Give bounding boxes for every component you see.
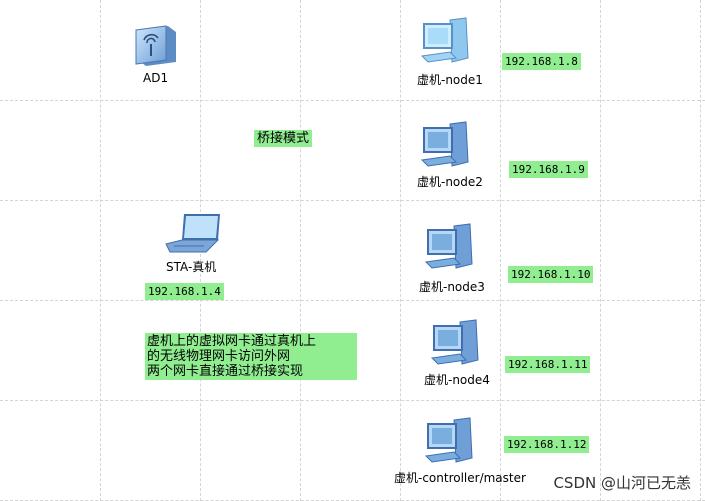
grid-vline <box>100 0 101 501</box>
pc-icon[interactable] <box>420 16 472 66</box>
pc-icon[interactable] <box>430 318 482 368</box>
grid-vline <box>600 0 601 501</box>
grid-hline <box>0 300 705 301</box>
laptop-icon[interactable] <box>164 212 222 254</box>
node-ip-label: 192.168.1.11 <box>505 356 591 373</box>
wireless-access-point-icon[interactable] <box>132 24 178 68</box>
grid-vline <box>700 0 701 501</box>
node-ip-label: 192.168.1.9 <box>509 161 588 178</box>
node-ip-label: 192.168.1.12 <box>504 436 590 453</box>
grid-hline <box>0 400 705 401</box>
ap-label: AD1 <box>143 71 169 85</box>
grid-hline <box>0 200 705 201</box>
node-label: 虚机-node1 <box>417 73 483 87</box>
pc-icon[interactable] <box>424 222 476 272</box>
pc-icon[interactable] <box>424 416 476 466</box>
node-label: 虚机-controller/master <box>394 471 526 485</box>
bridge-note: 虚机上的虚拟网卡通过真机上 的无线物理网卡访问外网 两个网卡直接通过桥接实现 <box>145 333 357 380</box>
node-label: 虚机-node4 <box>424 373 490 387</box>
node-ip-label: 192.168.1.10 <box>508 266 594 283</box>
grid-vline <box>400 0 401 501</box>
grid-vline <box>500 0 501 501</box>
grid-hline <box>0 100 705 101</box>
node-label: 虚机-node3 <box>419 280 485 294</box>
node-label: 虚机-node2 <box>417 175 483 189</box>
node-ip-label: 192.168.1.8 <box>502 53 581 70</box>
sta-label: STA-真机 <box>166 260 217 274</box>
grid-vline <box>300 0 301 501</box>
bridge-mode-label: 桥接模式 <box>254 130 313 147</box>
pc-icon[interactable] <box>420 120 472 170</box>
sta-ip-label: 192.168.1.4 <box>145 283 224 300</box>
watermark: CSDN @山河已无恙 <box>553 474 691 492</box>
